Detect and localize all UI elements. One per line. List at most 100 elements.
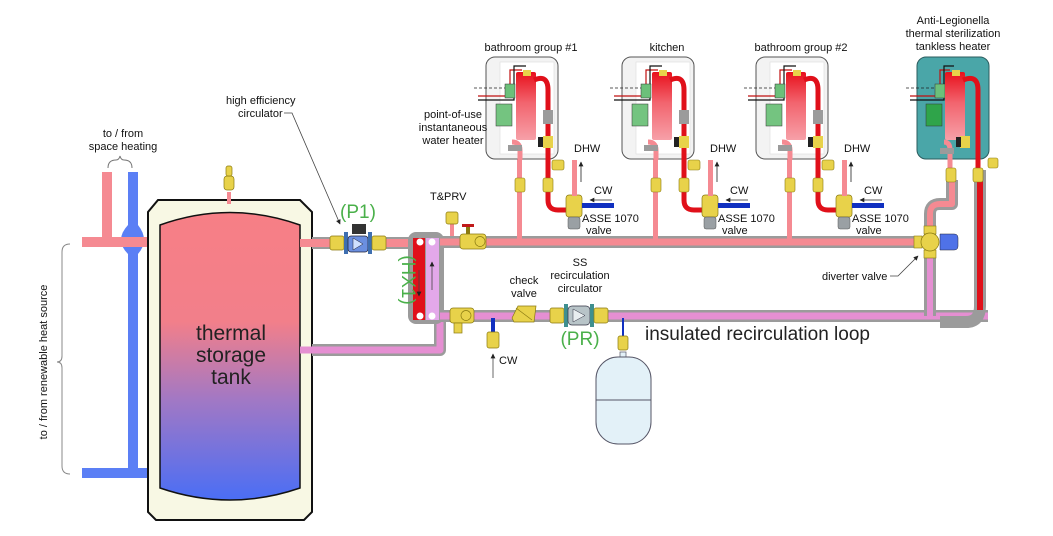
- isolation-valve-return: [449, 307, 475, 334]
- asse-valve-label-2: valve: [722, 225, 748, 237]
- isolation-valve-outlet: [812, 177, 824, 193]
- control-board: [765, 103, 783, 127]
- circulator-leader: [284, 112, 341, 225]
- renewable-source-label: to / from renewable heat source: [38, 285, 50, 440]
- cw-inlet-pipe: [718, 203, 750, 208]
- pou-label-2: instantaneous: [419, 122, 488, 134]
- circulator-label-1: high efficiency: [226, 95, 296, 107]
- power-wire-black: [614, 65, 662, 101]
- high-efficiency-circulator-p1: [329, 224, 387, 254]
- mixing-valve-body: [565, 194, 583, 218]
- cw-inlet-pipe: [582, 203, 614, 208]
- mixing-valve-actuator: [703, 216, 717, 230]
- heat-exchanger-hx1: [408, 232, 444, 324]
- space-heating-label-1: to / from: [103, 128, 143, 140]
- mixing-valve-body: [835, 194, 853, 218]
- heater-group-title: bathroom group #1: [485, 42, 578, 54]
- sterilization-label-1: Anti-Legionella: [917, 15, 991, 27]
- cw-label: CW: [864, 185, 883, 197]
- ss-circ-label-1: SS: [573, 257, 588, 269]
- thermal-storage-tank: [147, 192, 313, 521]
- power-wire-black: [478, 65, 526, 101]
- dhw-label: DHW: [574, 143, 601, 155]
- check-valve-label-1: check: [510, 275, 539, 287]
- flow-sensor: [813, 110, 823, 124]
- mixing-valve-actuator: [837, 216, 851, 230]
- heater-group-title: kitchen: [650, 42, 685, 54]
- cw-makeup-label: CW: [499, 355, 518, 367]
- isolation-valve-inlet: [784, 177, 796, 193]
- dhw-label: DHW: [710, 143, 737, 155]
- dhw-label: DHW: [844, 143, 871, 155]
- ss-circ-label-3: circulator: [558, 283, 603, 295]
- inlet-fitting: [644, 145, 658, 151]
- dhw-outlet-pipe: [842, 160, 847, 196]
- hot-outlet-pipe: [803, 75, 836, 213]
- check-valve-label-2: valve: [511, 288, 537, 300]
- dhw-outlet-pipe: [572, 160, 577, 196]
- isolation-valve-outlet: [542, 177, 554, 193]
- chamber-fitting: [659, 70, 667, 76]
- cw-label: CW: [594, 185, 613, 197]
- terminal-block: [640, 83, 652, 99]
- expansion-tank: [595, 318, 652, 445]
- terminal-block: [774, 83, 786, 99]
- pou-label-1: point-of-use: [424, 109, 482, 121]
- inlet-fitting: [778, 145, 792, 151]
- diverter-valve: [913, 225, 959, 259]
- heating-chamber: [516, 72, 536, 140]
- sterilization-label-2: thermal sterilization: [906, 28, 1001, 40]
- mixing-valve-actuator: [567, 216, 581, 230]
- isolation-valve-supply: [459, 224, 487, 250]
- cold-side-drop-pipe: [653, 150, 658, 240]
- tank-label-2: storage: [196, 344, 266, 367]
- diverter-label: diverter valve: [822, 271, 887, 283]
- asse-valve-label-2: valve: [586, 225, 612, 237]
- isolation-valve-outlet: [678, 177, 690, 193]
- p1-label: (P1): [340, 202, 376, 223]
- tank-label-1: thermal: [196, 322, 266, 345]
- hot-outlet-pipe: [669, 75, 702, 213]
- heater-group-title: bathroom group #2: [755, 42, 848, 54]
- check-valve: [511, 305, 537, 323]
- dhw-outlet-pipe: [708, 160, 713, 196]
- tank-return-pipe: [300, 318, 446, 356]
- flow-sensor: [543, 110, 553, 124]
- temp-sensor: [808, 137, 813, 147]
- chamber-fitting: [523, 70, 531, 76]
- recirc-loop-label: insulated recirculation loop: [645, 324, 870, 345]
- sterilization-loop-pipes: [924, 170, 986, 328]
- hx1-label: (HX1): [397, 255, 418, 305]
- chamber-fitting: [793, 70, 801, 76]
- cw-makeup-valve: [486, 318, 500, 378]
- asse-valve-label-1: ASSE 1070: [582, 213, 639, 225]
- pou-label-3: water heater: [421, 135, 483, 147]
- heating-chamber: [652, 72, 672, 140]
- terminal-block: [504, 83, 516, 99]
- cold-side-drop-pipe: [787, 150, 792, 240]
- power-wire-red: [614, 69, 658, 97]
- outlet-fitting: [543, 136, 553, 148]
- space-heating-pipes: [82, 155, 162, 478]
- sterilization-label-3: tankless heater: [916, 41, 991, 53]
- isolation-valve-inlet: [514, 177, 526, 193]
- temp-sensor: [538, 137, 543, 147]
- ss-recirculation-circulator-pr: [549, 304, 609, 327]
- circulator-label-2: circulator: [238, 108, 283, 120]
- relief-valve: [821, 159, 835, 171]
- sterilization-tankless-heater: [906, 56, 999, 183]
- flow-sensor: [679, 110, 689, 124]
- asse-valve-label-1: ASSE 1070: [718, 213, 775, 225]
- mixing-valve-body: [701, 194, 719, 218]
- control-board: [495, 103, 513, 127]
- space-heating-label-2: space heating: [89, 141, 158, 153]
- asse-valve-label-1: ASSE 1070: [852, 213, 909, 225]
- outlet-fitting: [679, 136, 689, 148]
- pr-label: (PR): [560, 329, 599, 350]
- power-wire-black: [748, 65, 796, 101]
